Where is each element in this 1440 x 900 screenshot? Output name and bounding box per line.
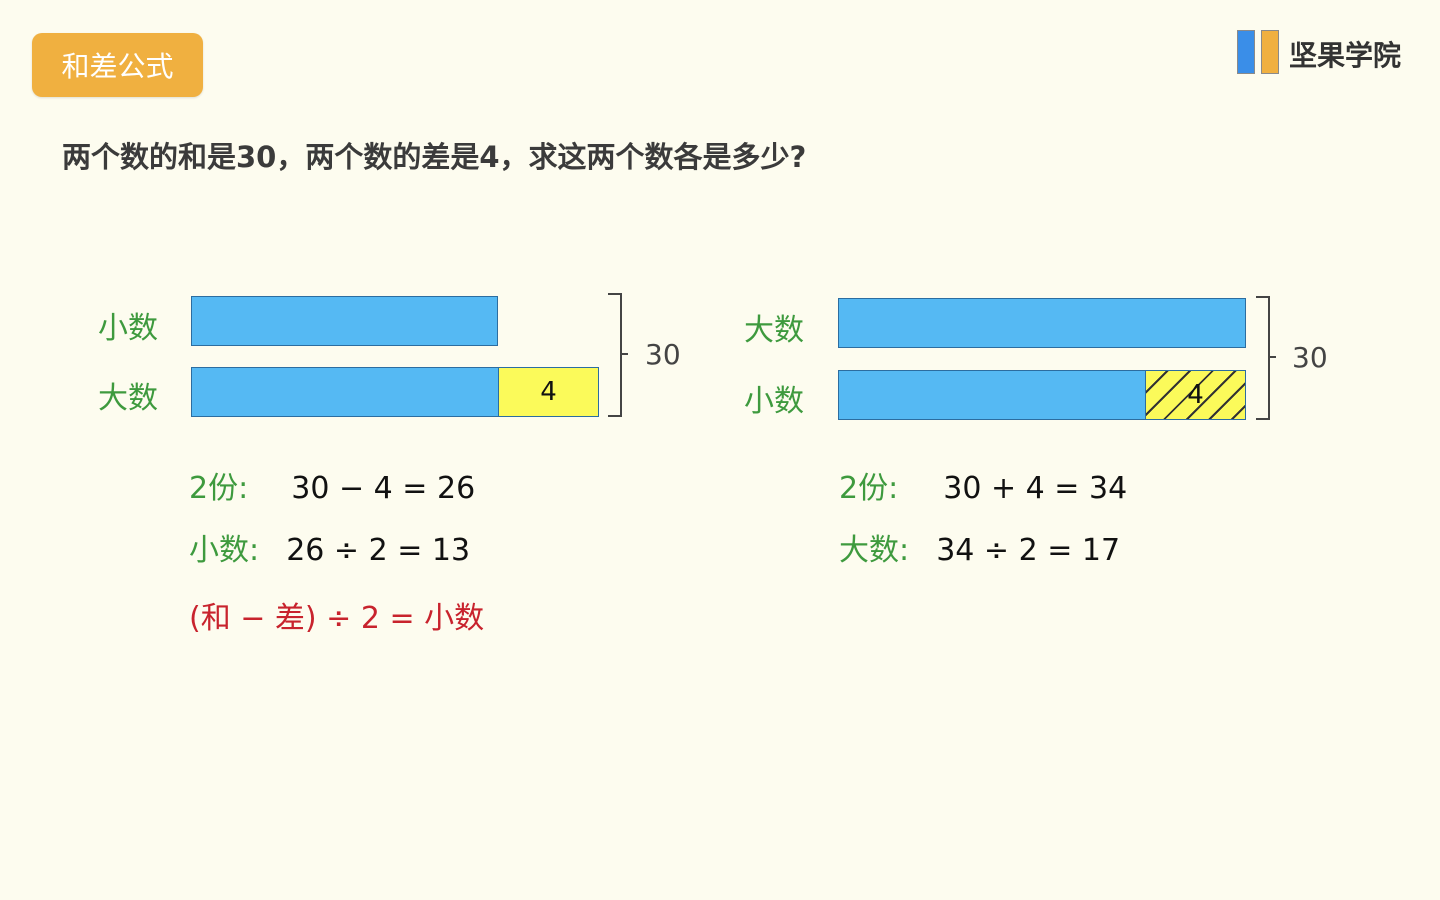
left-eq1: 2份: 30 − 4 = 26 xyxy=(189,463,475,507)
right-row1-label: 大数 xyxy=(744,313,804,348)
left-formula: (和 − 差) ÷ 2 = 小数 xyxy=(189,601,485,636)
right-brace xyxy=(1256,296,1276,420)
right-total: 30 xyxy=(1292,341,1328,374)
right-small-bar-base xyxy=(838,370,1147,420)
right-diff-segment-hatched: 4 xyxy=(1145,370,1246,420)
left-small-bar xyxy=(191,296,498,346)
logo-blue-bar xyxy=(1237,30,1255,74)
right-eq1-expr: 30 + 4 = 34 xyxy=(943,471,1128,506)
left-diff-segment: 4 xyxy=(498,367,599,417)
left-row1-label: 小数 xyxy=(98,311,158,346)
topic-badge: 和差公式 xyxy=(32,33,203,97)
left-eq1-label: 2份: xyxy=(189,471,249,506)
question-text: 两个数的和是30，两个数的差是4，求这两个数各是多少? xyxy=(62,140,807,174)
left-eq2: 小数: 26 ÷ 2 = 13 xyxy=(189,525,470,569)
right-big-bar xyxy=(838,298,1246,348)
logo-text: 坚果学院 xyxy=(1289,39,1402,72)
right-eq2-expr: 34 ÷ 2 = 17 xyxy=(936,533,1121,568)
right-eq2-label: 大数: xyxy=(839,533,910,568)
left-big-bar-base xyxy=(191,367,500,417)
right-eq1-label: 2份: xyxy=(839,471,899,506)
left-brace xyxy=(608,293,628,417)
right-diff-value: 4 xyxy=(1187,380,1204,410)
left-row2-label: 大数 xyxy=(98,381,158,416)
left-eq2-expr: 26 ÷ 2 = 13 xyxy=(286,533,471,568)
left-eq2-label: 小数: xyxy=(189,533,260,568)
right-eq1: 2份: 30 + 4 = 34 xyxy=(839,463,1127,507)
left-eq1-expr: 30 − 4 = 26 xyxy=(291,471,476,506)
logo-orange-bar xyxy=(1261,30,1279,74)
left-diff-value: 4 xyxy=(540,377,557,407)
left-total: 30 xyxy=(645,338,681,371)
right-row2-label: 小数 xyxy=(744,384,804,419)
right-eq2: 大数: 34 ÷ 2 = 17 xyxy=(839,525,1120,569)
